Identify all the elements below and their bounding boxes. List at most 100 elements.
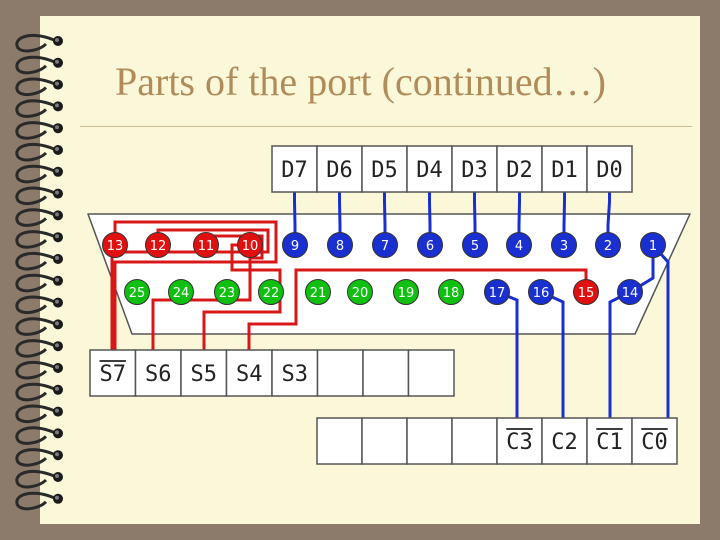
spiral-hole-shine [55, 59, 59, 64]
pin-circle [462, 232, 488, 258]
spiral-wire [15, 164, 55, 184]
spiral-ring [15, 143, 63, 162]
spiral-hole-shine [55, 495, 59, 500]
pin-17: 17 [484, 279, 510, 305]
spiral-ring [15, 339, 63, 358]
pin-20: 20 [347, 279, 373, 305]
pin-circle [145, 232, 171, 258]
spiral-ring [15, 208, 63, 227]
spiral-binding [15, 34, 63, 511]
spiral-ring [15, 164, 63, 184]
spiral-ring [15, 448, 63, 467]
spiral-hole-shine [55, 256, 59, 260]
spiral-ring [15, 252, 63, 271]
status-bit-label: S6 [145, 362, 172, 387]
spiral-hole-shine [55, 38, 59, 42]
pin-circle [282, 232, 308, 258]
pin-circle [573, 279, 599, 305]
spiral-wire [15, 55, 55, 75]
pin-6: 6 [417, 232, 443, 258]
spiral-ring [15, 77, 63, 97]
pin-24: 24 [168, 279, 194, 305]
control-register-cell [406, 417, 453, 465]
data-bit-label: D2 [506, 158, 533, 183]
status-bit-label: S5 [191, 362, 218, 387]
pin-circle [393, 279, 419, 305]
pin-number: 17 [489, 286, 506, 301]
pin-circle [327, 232, 353, 258]
pin-circle [417, 232, 443, 258]
spiral-ring [15, 491, 63, 511]
control-register-cell [496, 417, 543, 465]
status-register-cell [134, 349, 182, 397]
spiral-ring [15, 361, 63, 380]
spiral-hole-shine [55, 168, 59, 173]
pin-5: 5 [462, 232, 488, 258]
pin-23: 23 [214, 279, 240, 305]
pin-22: 22 [258, 279, 284, 305]
slide-title: Parts of the port (continued…) [115, 59, 606, 104]
pin-circle [372, 232, 398, 258]
data-register-cell [496, 145, 543, 193]
pin-number: 18 [443, 286, 460, 301]
spiral-hole-shine [55, 408, 59, 413]
spiral-wire [15, 230, 55, 249]
pin-10: 10 [237, 232, 263, 258]
status-wire [247, 268, 588, 350]
spiral-wire [15, 491, 55, 511]
pin-number: 20 [352, 286, 369, 301]
pin-number: 11 [198, 239, 215, 254]
pin-12: 12 [145, 232, 171, 258]
pin-9: 9 [282, 232, 308, 258]
pin-16: 16 [528, 279, 554, 305]
pin-13: 13 [102, 232, 128, 258]
pin-number: 1 [649, 239, 657, 254]
spiral-hole-shine [55, 234, 59, 239]
pin-number: 14 [622, 286, 639, 301]
spiral-hole-shine [55, 299, 59, 304]
data-register-cell [316, 145, 363, 193]
spiral-hole-shine [55, 212, 59, 217]
control-register-cell [586, 417, 633, 465]
spiral-wire [15, 295, 55, 315]
data-bit-label: D7 [281, 158, 308, 183]
pin-circle [617, 279, 643, 305]
pin-1: 1 [640, 232, 666, 258]
spiral-ring [15, 317, 63, 336]
spiral-wire [15, 99, 55, 118]
status-register-cell [362, 349, 410, 397]
spiral-hole-shine [55, 430, 59, 435]
spiral-hole-shine [55, 474, 59, 478]
spiral-hole-shine [55, 321, 59, 326]
spiral-ring [15, 273, 63, 293]
pin-number: 2 [604, 239, 612, 254]
spiral-hole-shine [55, 125, 59, 130]
spiral-ring [15, 34, 63, 53]
data-register-cell [451, 145, 498, 193]
pin-7: 7 [372, 232, 398, 258]
pin-14: 14 [617, 279, 643, 305]
status-bit-label: S4 [236, 362, 263, 387]
pin-8: 8 [327, 232, 353, 258]
spiral-wire [15, 273, 55, 293]
pin-circle [258, 279, 284, 305]
spiral-wire [15, 121, 55, 140]
pin-number: 4 [515, 239, 523, 254]
pin-circle [124, 279, 150, 305]
spiral-hole-shine [55, 452, 59, 457]
pin-circle [551, 232, 577, 258]
spiral-hole-shine [55, 81, 59, 86]
pin-circle [305, 279, 331, 305]
pin-circle [168, 279, 194, 305]
status-register-cell [316, 349, 364, 397]
spiral-wire [15, 34, 55, 53]
pin-circle [640, 232, 666, 258]
pin-number: 6 [426, 239, 434, 254]
status-wire [202, 243, 282, 350]
title-divider [80, 126, 692, 127]
data-register-cell [586, 145, 633, 193]
pin-25: 25 [124, 279, 150, 305]
